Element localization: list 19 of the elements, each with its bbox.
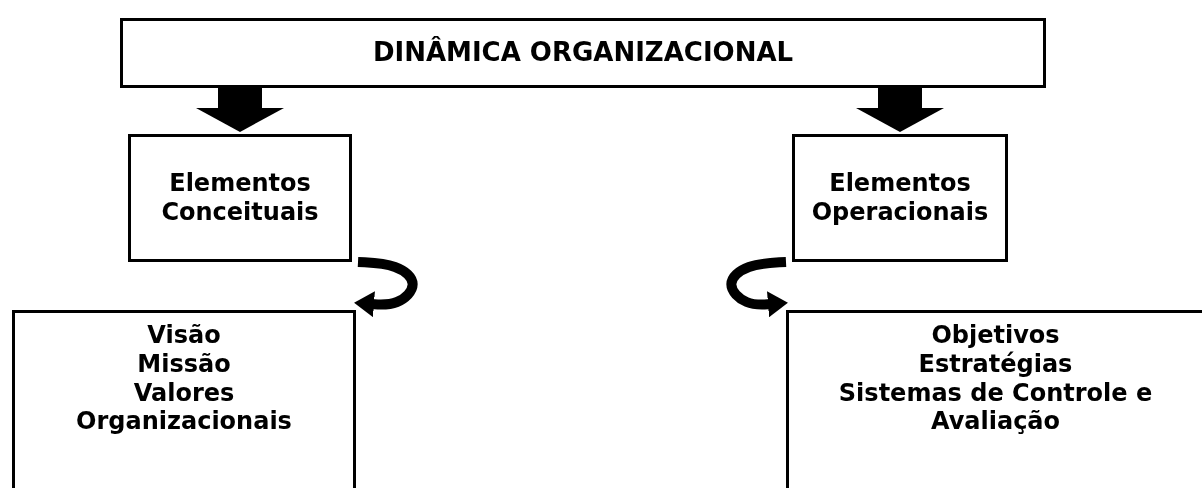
box-text: Estratégias (918, 349, 1073, 379)
text-box (120, 18, 1046, 88)
text-box (12, 310, 356, 488)
text-box (128, 134, 352, 262)
box-text: Elementos Operacionais (810, 169, 990, 227)
box-text: Objetivos (931, 321, 1060, 350)
text-box (792, 134, 1008, 262)
box-text: Sistemas de Controle e Avaliação (837, 378, 1154, 437)
box-text: Organizacionais (76, 407, 292, 437)
arrow (354, 257, 418, 318)
arrow (726, 257, 788, 318)
arrow (856, 88, 944, 132)
text-box (786, 310, 1202, 488)
box-text: Visão (147, 321, 221, 350)
box-text: Valores (133, 378, 235, 408)
box-text: Elementos Conceituais (160, 169, 320, 227)
box-text: Missão (137, 349, 231, 379)
box-text: DINÂMICA ORGANIZACIONAL (372, 37, 794, 69)
arrow (196, 88, 284, 132)
